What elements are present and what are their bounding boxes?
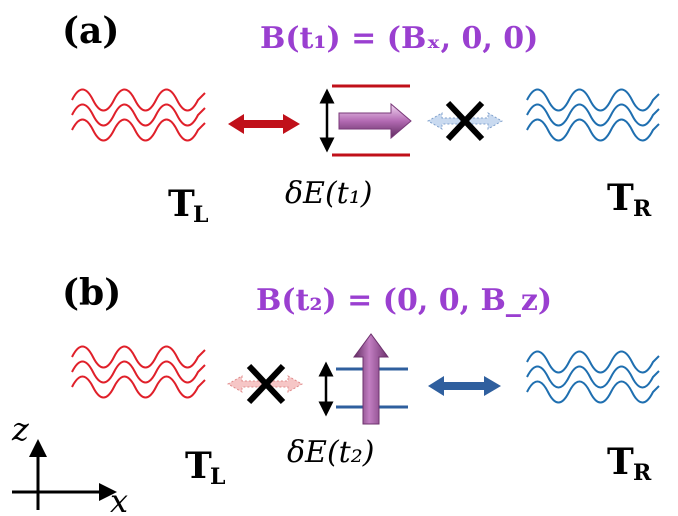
svg-text:L: L — [210, 464, 225, 490]
blocked-icon — [445, 100, 485, 142]
svg-text:R: R — [633, 196, 652, 222]
x-axis-label: x — [110, 482, 128, 516]
right-lead-waves-a — [526, 88, 660, 142]
left-coupling-blocked-b — [226, 363, 304, 405]
svg-text:R: R — [633, 460, 652, 486]
panel-a-label: (a) — [62, 10, 119, 52]
right-coupling-blocked-a — [426, 100, 504, 142]
left-lead-waves-b — [71, 345, 206, 399]
panel-b-field-label: B(t₂) = (0, 0, B_z) — [256, 283, 552, 318]
svg-text:T: T — [185, 445, 212, 487]
svg-text:T: T — [607, 177, 634, 219]
panel-a: (a) B(t₁) = (Bₓ, 0, 0) — [62, 10, 660, 228]
coordinate-axes: z x — [11, 410, 128, 516]
panel-b-label: (b) — [62, 272, 121, 314]
left-lead-label-b: T L — [185, 445, 225, 490]
panel-b: (b) B(t₂) = (0, 0, B_z) — [62, 272, 660, 490]
gap-label-a: δE(t₁) — [285, 176, 372, 211]
svg-text:T: T — [168, 183, 195, 225]
left-coupling-arrow-a — [228, 114, 300, 134]
right-lead-label-a: T R — [607, 177, 652, 222]
spin-arrow-x — [338, 102, 412, 140]
left-lead-waves-a — [71, 88, 206, 142]
z-axis-label: z — [11, 410, 30, 448]
left-lead-label-a: T L — [168, 183, 208, 228]
gap-label-b: δE(t₂) — [287, 435, 374, 470]
svg-text:L: L — [193, 202, 208, 228]
right-coupling-arrow-b — [428, 376, 501, 396]
panel-a-field-label: B(t₁) = (Bₓ, 0, 0) — [260, 21, 538, 56]
right-lead-waves-b — [526, 350, 660, 404]
right-lead-label-b: T R — [607, 441, 652, 486]
blocked-icon — [246, 363, 286, 405]
spin-arrow-z — [353, 333, 389, 425]
svg-text:T: T — [607, 441, 634, 483]
